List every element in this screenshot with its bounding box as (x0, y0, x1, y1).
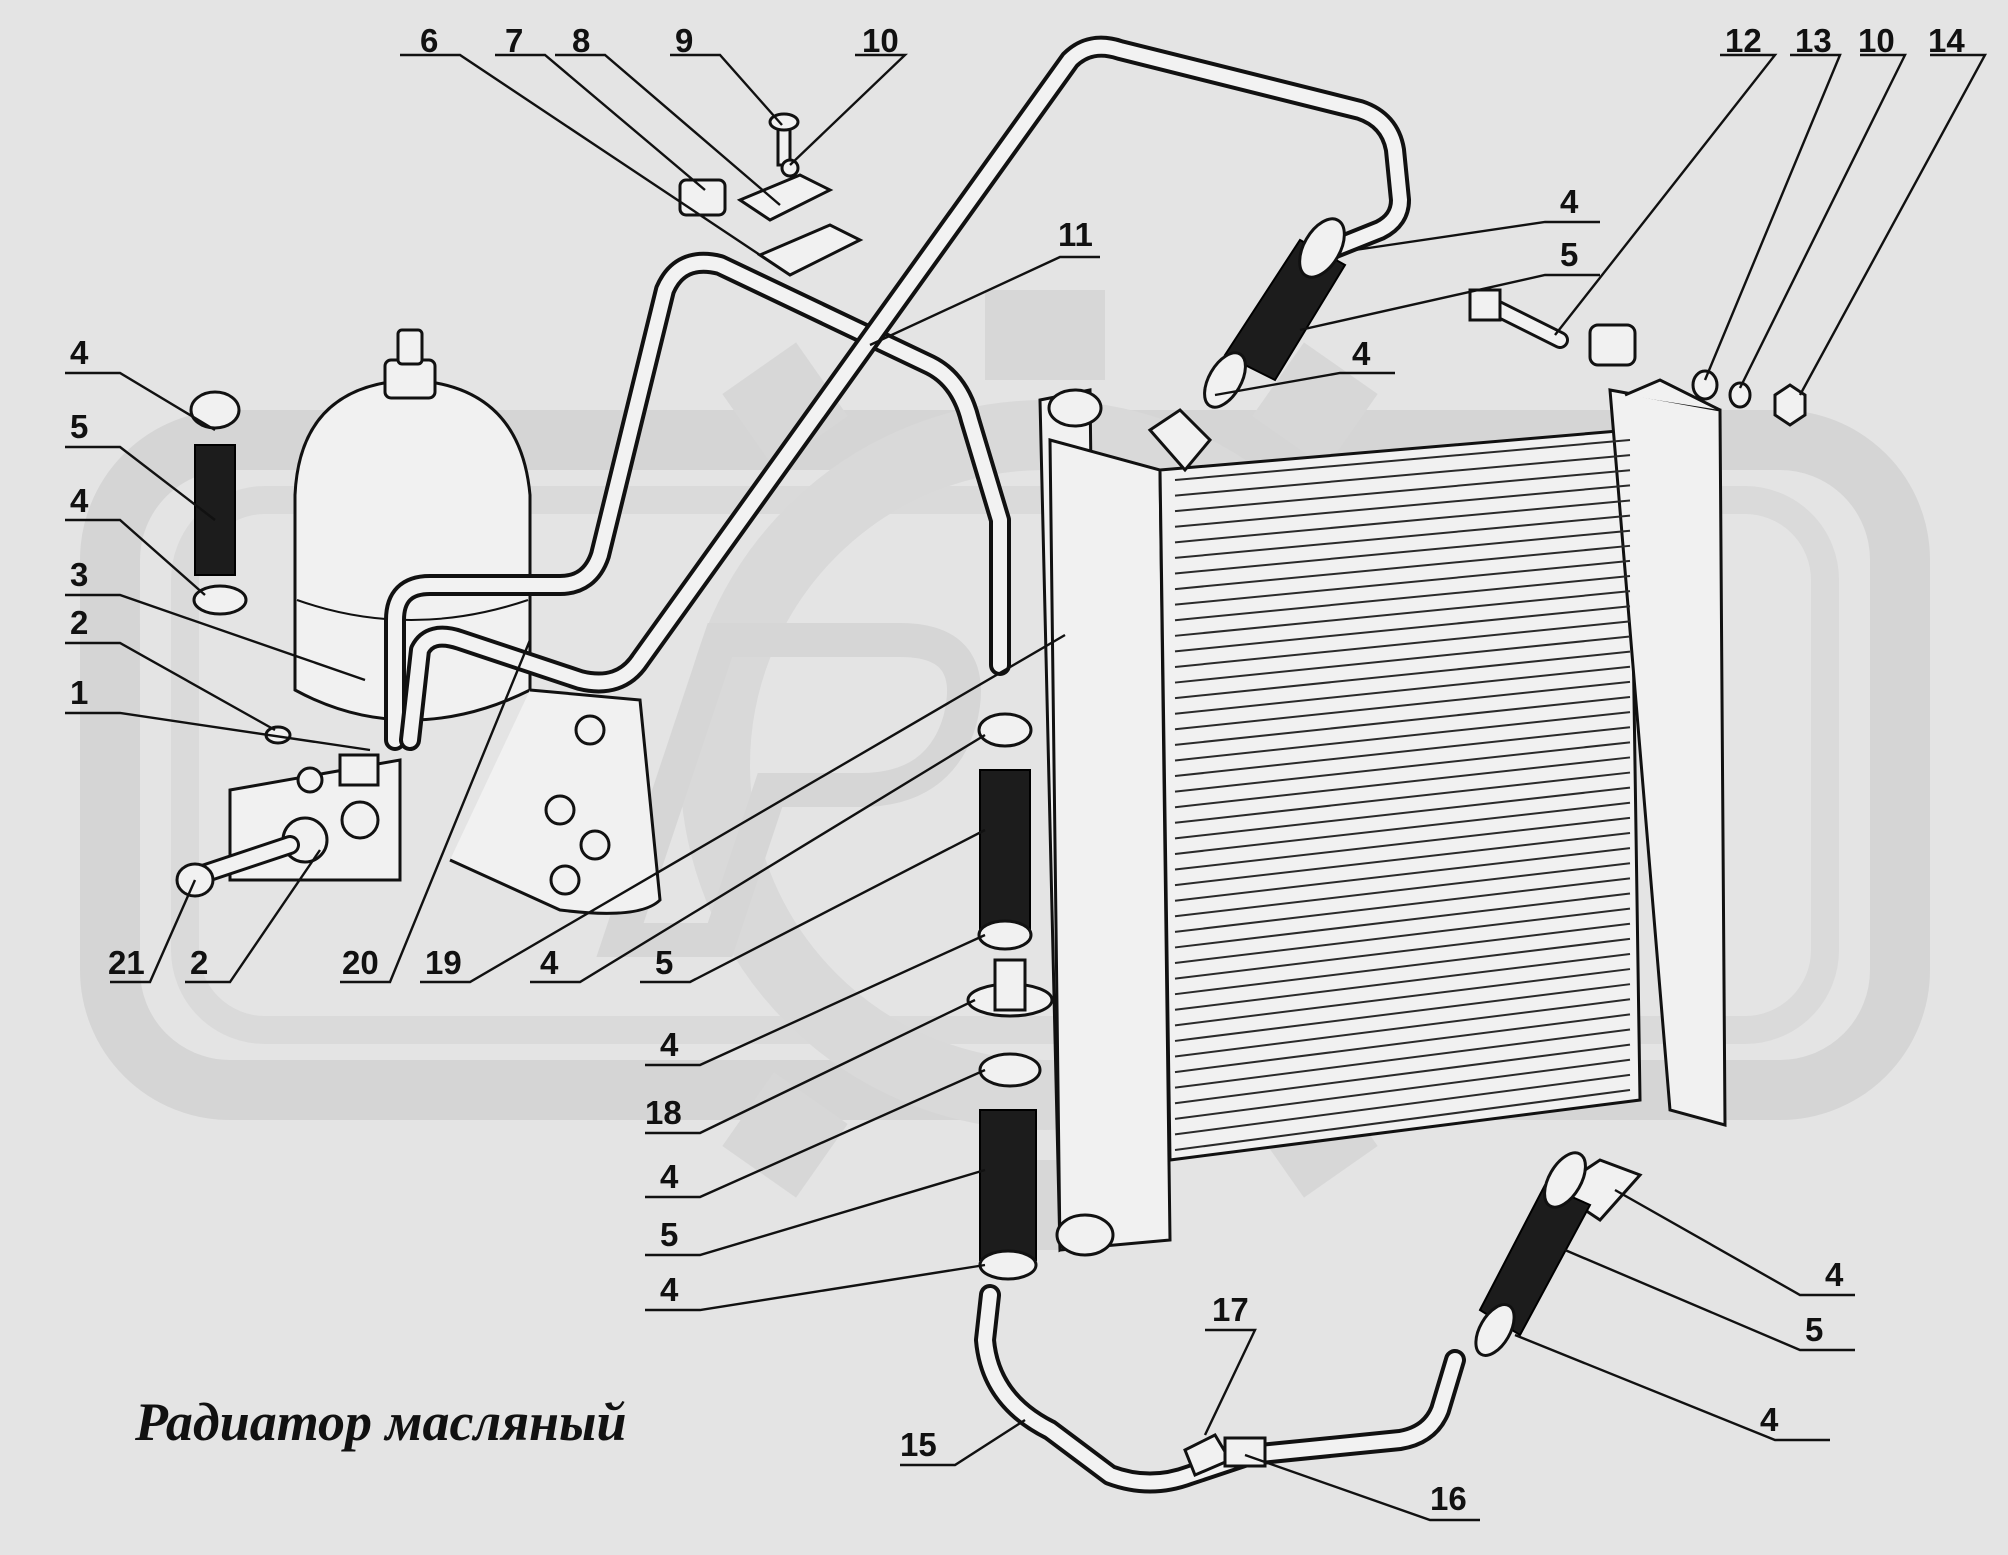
radiator-fin (1174, 983, 1631, 1042)
callout-5-right: 5 (1805, 1311, 1823, 1348)
radiator-fin (1174, 862, 1631, 918)
callout-10-right: 10 (1858, 22, 1895, 59)
callout-19: 19 (425, 944, 462, 981)
radiator-fin (1174, 771, 1631, 824)
radiator-fin (1174, 726, 1631, 778)
callout-labels: 6 7 8 9 10 11 12 13 10 14 4 5 4 4 5 4 3 … (70, 22, 1965, 1517)
radiator-fin (1174, 937, 1631, 996)
callout-1: 1 (70, 674, 88, 711)
radiator-fin (1174, 741, 1631, 793)
radiator-fin (1174, 922, 1631, 980)
radiator-fin (1174, 439, 1631, 481)
radiator-fin (1174, 1043, 1631, 1105)
radiator-fin (1174, 650, 1631, 700)
callout-6: 6 (420, 22, 438, 59)
radiator-fin (1174, 786, 1631, 840)
radiator-fin (1174, 756, 1631, 809)
callout-4-lower-reducer: 4 (660, 1158, 679, 1195)
callout-5-lower: 5 (660, 1216, 678, 1253)
radiator-fin (1174, 590, 1631, 637)
leader-lines (65, 53, 1988, 1522)
fitting-block (175, 725, 402, 898)
radiator-fin (1174, 620, 1631, 668)
hoses (189, 217, 1643, 1357)
radiator-fin (1174, 1058, 1631, 1120)
callout-2-left: 2 (70, 604, 88, 641)
radiator-fin (1174, 665, 1631, 715)
radiator-fin (1174, 529, 1631, 575)
callout-8: 8 (572, 22, 590, 59)
callout-13: 13 (1795, 22, 1832, 59)
radiator-fin (1174, 499, 1631, 544)
callout-17: 17 (1212, 1291, 1249, 1328)
radiator-fin (1174, 680, 1631, 731)
radiator-fins (1174, 439, 1631, 1151)
callout-4-top-hose: 4 (1560, 183, 1579, 220)
radiator-fin (1174, 514, 1631, 559)
callout-20: 20 (342, 944, 379, 981)
callout-5-mid: 5 (655, 944, 673, 981)
radiator-fin (1174, 1073, 1631, 1136)
radiator-fin (1174, 952, 1631, 1011)
radiator-fin (1174, 695, 1631, 746)
callout-4-right-upper: 4 (1825, 1256, 1844, 1293)
callout-10-top: 10 (862, 22, 899, 59)
radiator-fin (1174, 605, 1631, 653)
diagram-title: Радиатор масляный (134, 1392, 627, 1452)
callout-15: 15 (900, 1426, 937, 1463)
radiator-fin (1174, 469, 1631, 513)
radiator-fin (1174, 907, 1631, 965)
callout-4-lower: 4 (660, 1271, 679, 1308)
radiator-fin (1174, 454, 1631, 497)
radiator-fin (1174, 1028, 1631, 1089)
callout-7: 7 (505, 22, 523, 59)
radiator-fin (1174, 832, 1631, 887)
radiator-fin (1174, 801, 1631, 855)
callout-18: 18 (645, 1094, 682, 1131)
callout-4-mid: 4 (540, 944, 559, 981)
callout-5-left: 5 (70, 408, 88, 445)
oil-tubes (384, 35, 1466, 1494)
radiator-fin (1174, 816, 1631, 871)
callout-2-bottom: 2 (190, 944, 208, 981)
radiator-fin (1174, 575, 1631, 622)
radiator-fin (1174, 559, 1631, 606)
callout-4-right-lower: 4 (1760, 1401, 1779, 1438)
callout-4-upper-reducer: 4 (660, 1026, 679, 1063)
callout-21: 21 (108, 944, 145, 981)
callout-11: 11 (1058, 216, 1093, 253)
radiator-fin (1174, 877, 1631, 933)
radiator-fin (1174, 968, 1631, 1027)
callout-5-top-hose: 5 (1560, 236, 1578, 273)
hardware (678, 112, 1807, 427)
radiator-fin (1174, 711, 1631, 762)
callout-3: 3 (70, 556, 88, 593)
radiator-fin (1174, 892, 1631, 949)
radiator-fin (1174, 998, 1631, 1058)
radiator-fin (1174, 847, 1631, 902)
callout-14: 14 (1928, 22, 1965, 59)
callout-9: 9 (675, 22, 693, 59)
radiator-fin (1174, 544, 1631, 591)
callout-4-top-clamp: 4 (1352, 335, 1371, 372)
radiator-fin (1174, 635, 1631, 684)
radiator-fin (1174, 484, 1631, 528)
callout-12: 12 (1725, 22, 1762, 59)
callout-4-left-lower: 4 (70, 482, 89, 519)
radiator-fin (1174, 1089, 1631, 1151)
radiator (1038, 378, 1727, 1257)
callout-16: 16 (1430, 1480, 1467, 1517)
radiator-fin (1174, 1013, 1631, 1074)
callout-4-left-upper: 4 (70, 334, 89, 371)
